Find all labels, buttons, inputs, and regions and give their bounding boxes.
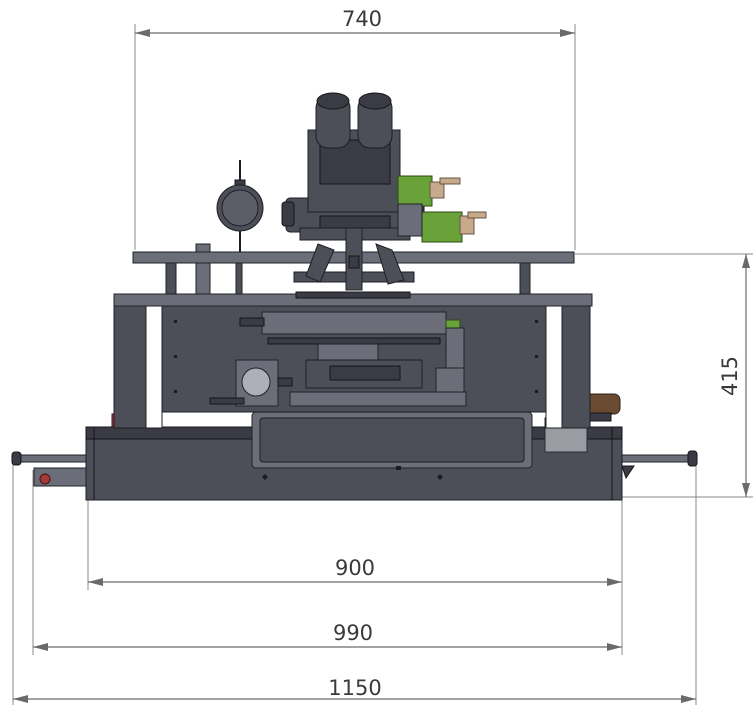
dimension-label-height: 415	[718, 356, 742, 396]
dimension-label-top: 740	[342, 7, 382, 31]
dimension-overall: 1150	[12, 462, 697, 705]
dimension-height: 415	[575, 253, 753, 498]
dial-gauge	[216, 160, 264, 252]
side-rods	[11, 450, 698, 487]
machine-illustration	[11, 92, 698, 501]
support-columns	[113, 305, 591, 429]
dimension-base: 900	[87, 500, 623, 590]
dimension-top: 740	[134, 7, 576, 250]
microscope	[281, 92, 487, 291]
middle-plate	[113, 291, 593, 307]
base-block	[85, 411, 623, 501]
dimension-frame: 990	[32, 470, 623, 655]
dimension-label-frame: 990	[333, 621, 373, 645]
dimension-label-base: 900	[335, 556, 375, 580]
xy-stage	[209, 311, 467, 407]
dimension-label-overall: 1150	[328, 676, 381, 700]
